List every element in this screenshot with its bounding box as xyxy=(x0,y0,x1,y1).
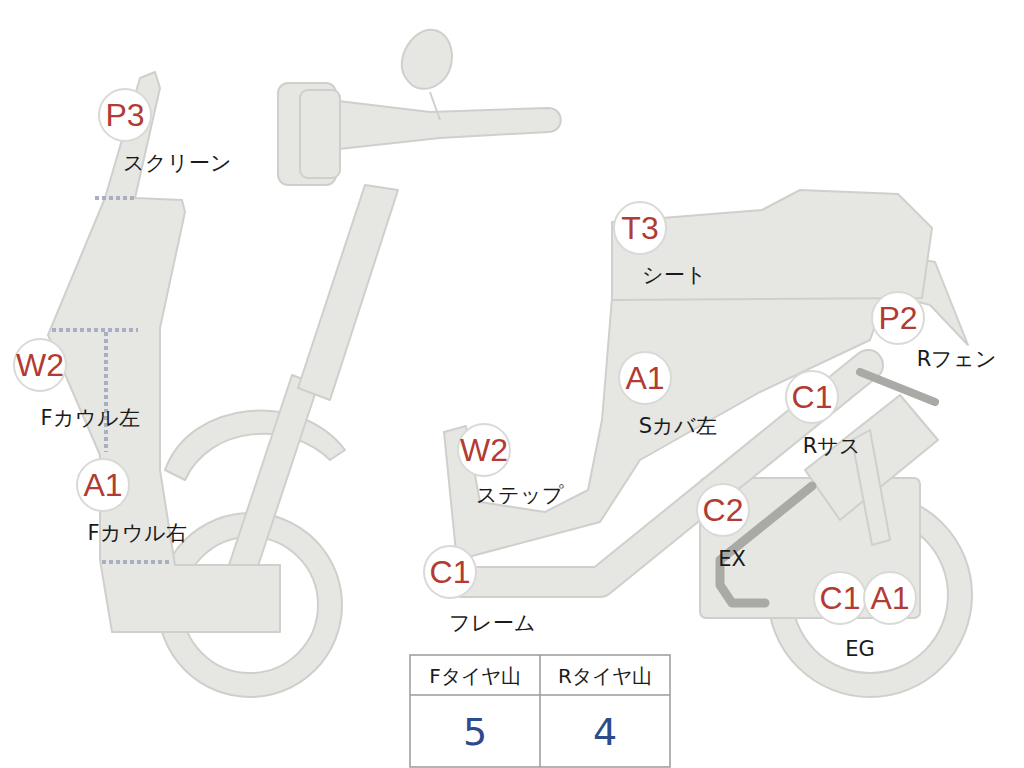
callout-code: T3 xyxy=(615,203,665,253)
part-name: フレーム xyxy=(449,612,536,635)
callout-circle: C1EG xyxy=(813,571,867,625)
part-name: スクリーン xyxy=(123,152,232,175)
part-name: ステップ xyxy=(476,484,564,507)
callout-circle: C1フレーム xyxy=(423,545,477,599)
callout-circle: A1Fカウル右 xyxy=(76,458,130,512)
callout-code: C1 xyxy=(787,372,837,422)
callout-circle: A1Sカバ左 xyxy=(618,351,672,405)
part-name: Fカウル左 xyxy=(40,407,139,430)
table-value: 5 xyxy=(463,713,487,751)
part-name: Fカウル右 xyxy=(87,522,186,545)
callout-code: C1 xyxy=(815,573,865,623)
part-name: EX xyxy=(718,548,746,571)
table-header: Rタイヤ山 xyxy=(558,666,652,686)
part-name: Rフェン xyxy=(917,348,998,371)
callout-code: P2 xyxy=(873,293,923,343)
callout-code: C1 xyxy=(425,547,475,597)
callout-code: W2 xyxy=(15,340,65,390)
part-name: Rサス xyxy=(803,435,862,458)
callout-circle: C1Rサス xyxy=(785,370,839,424)
part-name: EG xyxy=(845,638,875,661)
part-name: Sカバ左 xyxy=(639,415,717,438)
callout-code: C2 xyxy=(698,485,748,535)
table-header: Fタイヤ山 xyxy=(429,666,521,686)
callout-code: P3 xyxy=(100,90,150,140)
callout-code: A1 xyxy=(865,573,915,623)
part-name: シート xyxy=(642,264,707,287)
callout-circle: P3スクリーン xyxy=(98,88,152,142)
callout-circle: W2ステップ xyxy=(457,423,511,477)
callout-circle: P2Rフェン xyxy=(871,291,925,345)
callout-circle: W2Fカウル左 xyxy=(13,338,67,392)
callout-circle: T3シート xyxy=(613,201,667,255)
callout-code: A1 xyxy=(620,353,670,403)
callout-code: A1 xyxy=(78,460,128,510)
callout-circle: C2EX xyxy=(696,483,750,537)
callout-circle: A1 xyxy=(863,571,917,625)
callout-code: W2 xyxy=(459,425,509,475)
table-value: 4 xyxy=(593,713,617,751)
